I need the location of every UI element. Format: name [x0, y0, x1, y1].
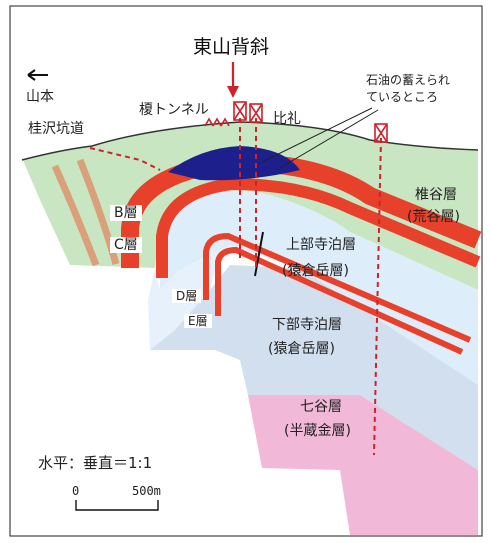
- well-line-3: [373, 137, 382, 456]
- oil-note-line2: ているところ: [366, 90, 439, 104]
- scale-bar: [75, 500, 159, 511]
- oil-leader-line-2: [279, 109, 379, 169]
- oil-reservoir: [168, 146, 300, 181]
- anticline-axis-arrowhead: [227, 86, 239, 98]
- fault-line: [254, 231, 264, 277]
- upper-teradomari-sub-label: (猿倉岳層): [282, 263, 349, 279]
- scale-length-label: 500m: [132, 484, 161, 498]
- red-bed-e: [215, 246, 464, 355]
- anticline-title: 東山背斜: [193, 36, 270, 58]
- lower-teradomari-label: 下部寺泊層: [272, 317, 342, 333]
- derrick-icon: [233, 101, 247, 121]
- nanatani-sub-label: (半蔵金層): [284, 423, 351, 439]
- direction-label: 山本: [26, 89, 54, 105]
- tan-stripe-2: [76, 158, 120, 265]
- shiiya-sub-label: (荒谷層): [407, 209, 460, 225]
- layer-e-label: E層: [184, 314, 212, 328]
- west-arrowhead: [27, 69, 36, 81]
- shiiya-label: 椎谷層: [415, 187, 457, 203]
- upper-teradomari-label: 上部寺泊層: [286, 237, 356, 253]
- scale-zero-label: 0: [72, 484, 80, 498]
- oil-note-line1: 石油の蓄えられ: [366, 73, 451, 87]
- tunnel-label: 榎トンネル: [139, 102, 209, 118]
- oil-leader-line-1: [261, 107, 373, 163]
- katsurazawa-tunnel-line: [89, 147, 161, 171]
- nanatani-label: 七谷層: [300, 399, 342, 415]
- scale-ratio-label: 水平：垂直＝1:1: [38, 454, 153, 472]
- katsurazawa-label: 桂沢坑道: [28, 121, 84, 137]
- derrick-icon: [249, 103, 263, 123]
- lower-teradomari-area: [150, 265, 478, 470]
- derrick-icon: [374, 123, 388, 143]
- layer-d-label: D層: [172, 289, 202, 303]
- layer-c-label: C層: [110, 237, 142, 253]
- layer-b-label: B層: [110, 205, 142, 221]
- red-bed-c: [156, 178, 481, 278]
- hirei-label: 比礼: [273, 111, 301, 127]
- lower-teradomari-sub-label: (猿倉岳層): [268, 341, 335, 357]
- red-bed-d: [203, 232, 472, 343]
- tan-stripe-1: [51, 164, 100, 267]
- tunnel-portal-icon: [204, 117, 230, 127]
- nanatani-formation-area: [248, 395, 478, 535]
